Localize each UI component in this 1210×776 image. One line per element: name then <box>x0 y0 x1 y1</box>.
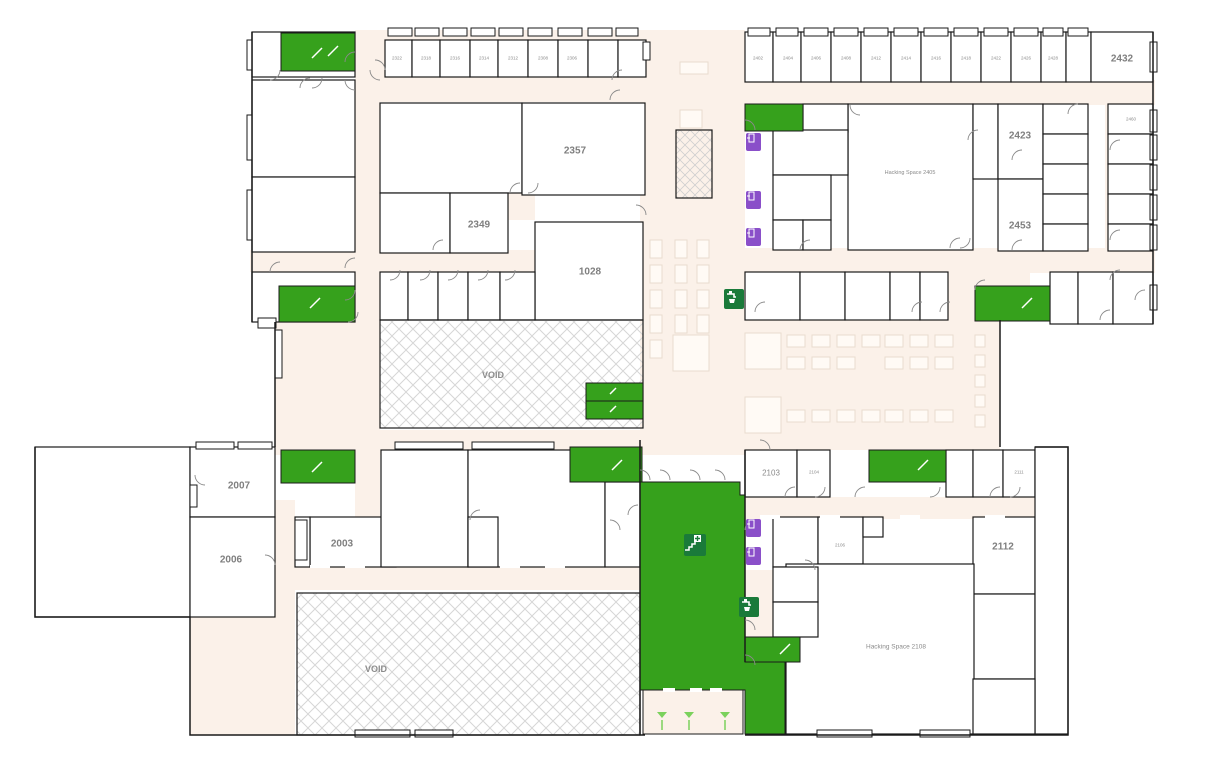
corridor-openings <box>310 515 1005 692</box>
exit-door-icon <box>746 191 761 209</box>
entrance <box>642 689 744 735</box>
courtyard-furniture <box>649 61 986 434</box>
exit-door-icon <box>746 228 761 246</box>
water-tap-icon <box>724 289 744 309</box>
void-areas <box>296 129 713 736</box>
stair-markings <box>309 45 1033 655</box>
water-tap-icon-2 <box>739 597 759 617</box>
exit-door-icon <box>746 519 761 537</box>
walls <box>34 32 1154 736</box>
windows <box>189 27 1158 738</box>
exit-door-icon <box>746 133 761 151</box>
doors <box>194 51 1146 666</box>
first-aid-stairs-icon <box>684 534 706 556</box>
exit-door-icon <box>746 547 761 565</box>
